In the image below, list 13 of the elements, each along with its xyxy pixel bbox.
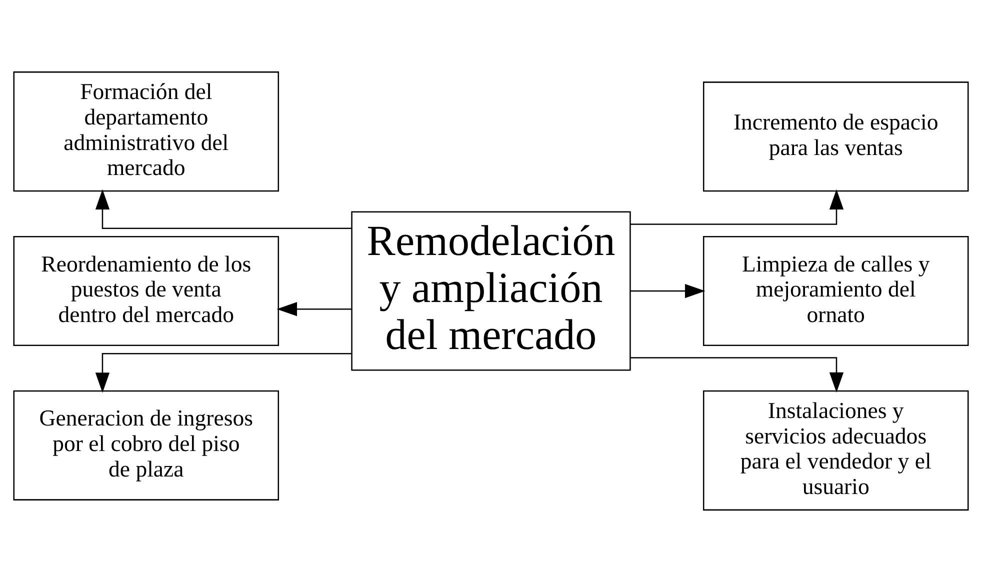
arrow [276,302,352,316]
node-box: Remodelación y ampliación del mercado [351,210,631,370]
arrow [630,356,844,392]
node-box: Limpieza de calles y mejoramiento del ornato [702,235,969,346]
arrow [630,283,706,298]
arrow [630,188,844,224]
node-box: Formación del departamento administrativo del mercado [13,70,280,192]
arrow [95,352,352,392]
node-box: Reordenamiento de los puestos de venta dentro del mercado [13,235,280,346]
node-box: Generacion de ingresos por el cobro del piso de plaza [13,390,280,500]
node-box: Incremento de espacio para las ventas [702,81,969,192]
arrow [95,188,352,228]
node-box: Instalaciones y servicios adecuados para el vendedor y el usuario [702,390,969,510]
